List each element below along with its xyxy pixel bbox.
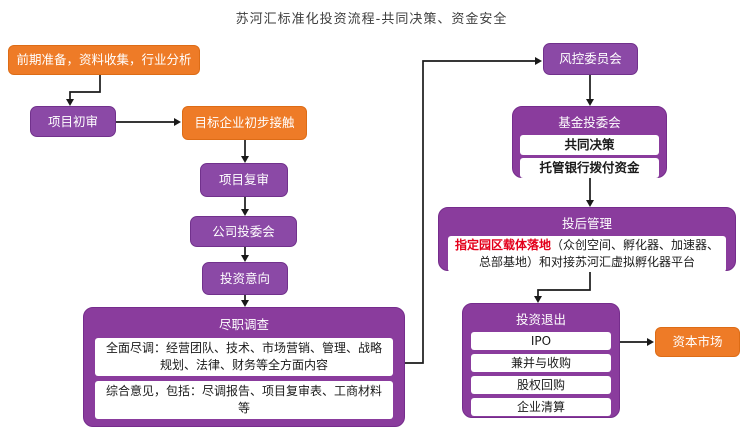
diagram-title: 苏河汇标准化投资流程-共同决策、资金安全 [235, 12, 508, 27]
post-investment-detail: 指定园区载体落地（众创空间、孵化器、加速器、总部基地）和对接苏河汇虚拟孵化器平台 [448, 236, 726, 272]
exit-option-buyback: 股权回购 [471, 376, 611, 394]
fund-joint-decision: 共同决策 [520, 135, 659, 155]
arrowhead [586, 200, 594, 207]
due-diligence-summary: 综合意见，包括：尽调报告、项目复审表、工商材料等 [95, 381, 393, 419]
post-investment-highlight: 指定园区载体落地 [454, 238, 551, 252]
node-initial-review: 项目初审 [30, 106, 116, 137]
exit-option-liquidation: 企业清算 [471, 398, 611, 416]
arrowhead [534, 296, 542, 303]
node-company-invest-committee: 公司投委会 [190, 216, 297, 247]
arrowhead [535, 57, 542, 65]
arrowhead [241, 300, 249, 307]
fund-committee-title: 基金投委会 [558, 115, 621, 130]
arrowhead [241, 156, 249, 163]
investment-exit-title: 投资退出 [515, 312, 566, 327]
arrowhead [174, 118, 181, 126]
arrowhead [241, 209, 249, 216]
node-invest-intention: 投资意向 [202, 262, 288, 295]
exit-option-merger: 兼并与收购 [471, 354, 611, 372]
arrowhead [66, 99, 74, 106]
node-capital-market: 资本市场 [655, 327, 740, 357]
panel-fund-committee: 基金投委会 共同决策 托管银行拨付资金 [512, 106, 667, 178]
panel-post-investment: 投后管理 指定园区载体落地（众创空间、孵化器、加速器、总部基地）和对接苏河汇虚拟… [438, 207, 736, 272]
post-investment-title: 投后管理 [561, 216, 612, 231]
arrow-post-to-exit [537, 271, 591, 296]
exit-option-ipo: IPO [471, 332, 611, 350]
node-target-contact: 目标企业初步接触 [182, 106, 307, 140]
node-re-review: 项目复审 [200, 163, 288, 197]
fund-custodian-bank: 托管银行拨付资金 [520, 158, 659, 178]
due-diligence-full-scope: 全面尽调：经营团队、技术、市场营销、管理、战略规划、法律、财务等全方面内容 [95, 338, 393, 376]
node-risk-committee: 风控委员会 [543, 43, 638, 75]
post-investment-detail-text: （众创空间、孵化器、加速器、总部基地）和对接苏河汇虚拟孵化器平台 [478, 238, 720, 269]
node-preparation: 前期准备，资料收集，行业分析 [8, 45, 200, 75]
due-diligence-title: 尽职调查 [218, 317, 269, 332]
arrowhead [647, 338, 654, 346]
panel-due-diligence: 尽职调查 全面尽调：经营团队、技术、市场营销、管理、战略规划、法律、财务等全方面… [83, 307, 405, 427]
arrowhead [241, 255, 249, 262]
arrowhead [586, 99, 594, 106]
panel-investment-exit: 投资退出 IPO 兼并与收购 股权回购 企业清算 [462, 303, 620, 418]
arrow-prep-to-initial [69, 75, 101, 99]
